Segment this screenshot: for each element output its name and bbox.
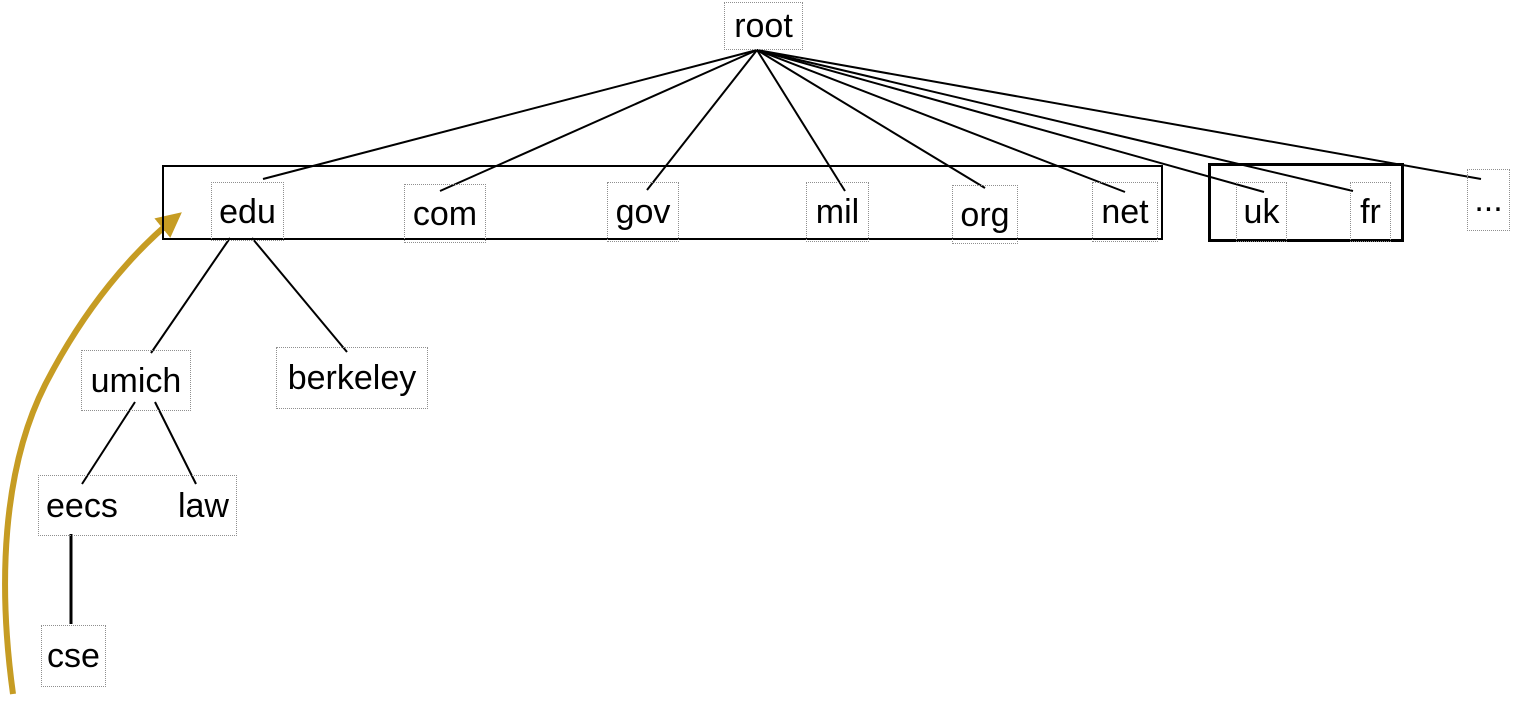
edge-root-mil (756, 49, 846, 192)
node-gov: gov (607, 182, 679, 242)
edge-root-ellipsis (756, 49, 1482, 180)
node-eecs-law-box: eecs law (38, 475, 237, 536)
node-umich: umich (81, 350, 191, 411)
edge-edu-berkeley (251, 237, 348, 353)
node-net: net (1092, 182, 1158, 242)
node-ellipsis: ... (1467, 169, 1510, 231)
edge-root-fr (756, 49, 1354, 192)
node-edu: edu (211, 182, 284, 241)
edge-root-uk (756, 49, 1265, 193)
node-org: org (952, 185, 1018, 244)
node-law: law (177, 486, 229, 525)
node-root: root (724, 2, 803, 50)
node-fr: fr (1350, 182, 1391, 242)
node-eecs: eecs (46, 486, 118, 525)
edge-root-edu (262, 49, 758, 180)
gtld-group-box (162, 165, 1163, 240)
edge-root-net (756, 49, 1126, 193)
node-berkeley: berkeley (276, 347, 428, 409)
node-uk: uk (1236, 182, 1287, 242)
edge-root-com (439, 49, 758, 192)
cctld-group-box (1208, 163, 1404, 242)
edge-umich-law (154, 401, 197, 485)
node-com: com (404, 184, 486, 243)
node-cse: cse (41, 625, 106, 687)
pointer-arrow (2, 212, 182, 695)
node-mil: mil (806, 182, 869, 242)
edge-edu-umich (150, 237, 231, 354)
edge-umich-eecs (81, 401, 136, 485)
